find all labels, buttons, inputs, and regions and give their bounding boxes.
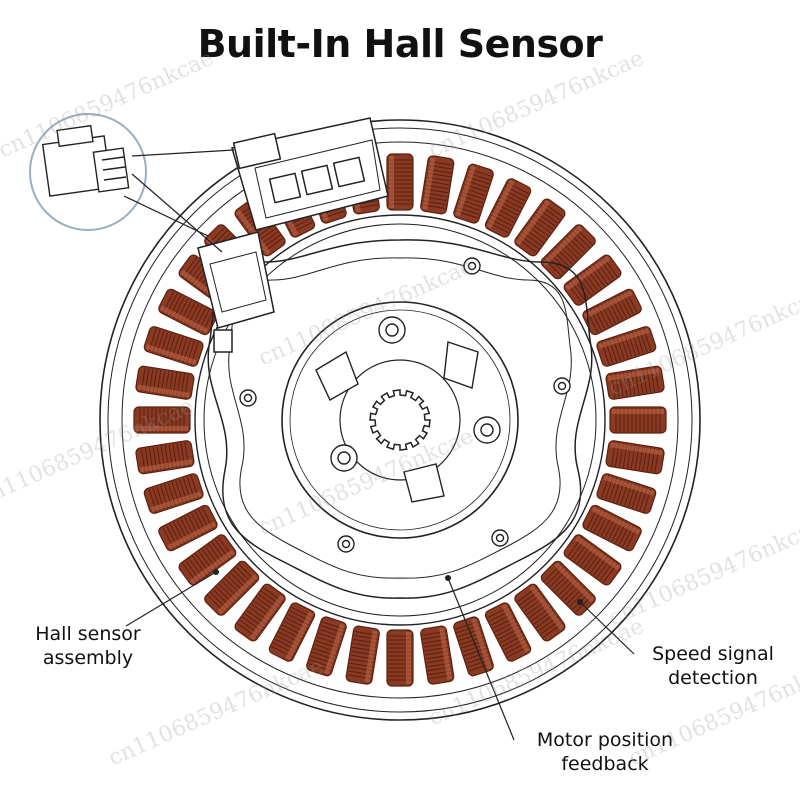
stator-coil <box>386 629 414 687</box>
stator-coil <box>453 163 494 224</box>
stator-coil <box>143 326 204 367</box>
hub-bolts <box>239 257 571 553</box>
page-title: Built-In Hall Sensor <box>197 22 603 66</box>
stator-coil <box>135 365 195 400</box>
stator-coil <box>605 365 665 400</box>
motor-position-label-line2: feedback <box>561 753 649 775</box>
speed-signal-label-line2: detection <box>668 667 758 689</box>
stator-coil <box>596 473 657 514</box>
stator-coil <box>158 288 218 336</box>
stator-coil <box>582 288 642 336</box>
stator-coils <box>133 153 667 687</box>
stator-coil <box>605 440 665 475</box>
stator-coil <box>563 534 622 586</box>
stator-coil <box>345 625 380 685</box>
stator-coil <box>484 178 532 238</box>
stator-coil <box>420 155 455 215</box>
outer-housing <box>99 119 701 721</box>
stator-coil <box>484 602 532 662</box>
stator-coil <box>540 224 596 280</box>
stator-coil <box>158 504 218 552</box>
splined-shaft <box>369 389 431 451</box>
speed-signal-label: Speed signal detection <box>628 642 798 690</box>
stator-coil <box>514 583 566 642</box>
stator-coil <box>609 406 667 434</box>
stator-coil <box>306 616 347 677</box>
leader-lines <box>123 149 635 741</box>
hall-sensor-label-line2: assembly <box>42 647 134 669</box>
stator-coil <box>386 153 414 211</box>
stator-coil <box>514 198 566 257</box>
speed-signal-label-line1: Speed signal <box>652 643 774 665</box>
stator-coil <box>143 473 204 514</box>
hub-lobes <box>315 341 479 503</box>
stator-coil <box>268 602 316 662</box>
motor-position-label: Motor position feedback <box>520 728 690 776</box>
hall-sensor-label: Hall sensor assembly <box>18 622 158 670</box>
hall-sensor-block <box>197 117 389 353</box>
stator-coil <box>453 616 494 677</box>
hall-sensor-label-line1: Hall sensor <box>35 623 141 645</box>
motor-position-label-line1: Motor position <box>536 729 674 751</box>
stator-coil <box>234 583 286 642</box>
stator-coil <box>420 625 455 685</box>
stator-coil <box>135 440 195 475</box>
stator-coil <box>204 560 260 616</box>
stator-coil <box>563 254 622 306</box>
stator-coil <box>596 326 657 367</box>
stator-coil <box>582 504 642 552</box>
stator-coil <box>178 534 237 586</box>
leader-dots <box>213 569 583 605</box>
stator-coil <box>133 406 191 434</box>
connector-inset <box>29 113 147 231</box>
